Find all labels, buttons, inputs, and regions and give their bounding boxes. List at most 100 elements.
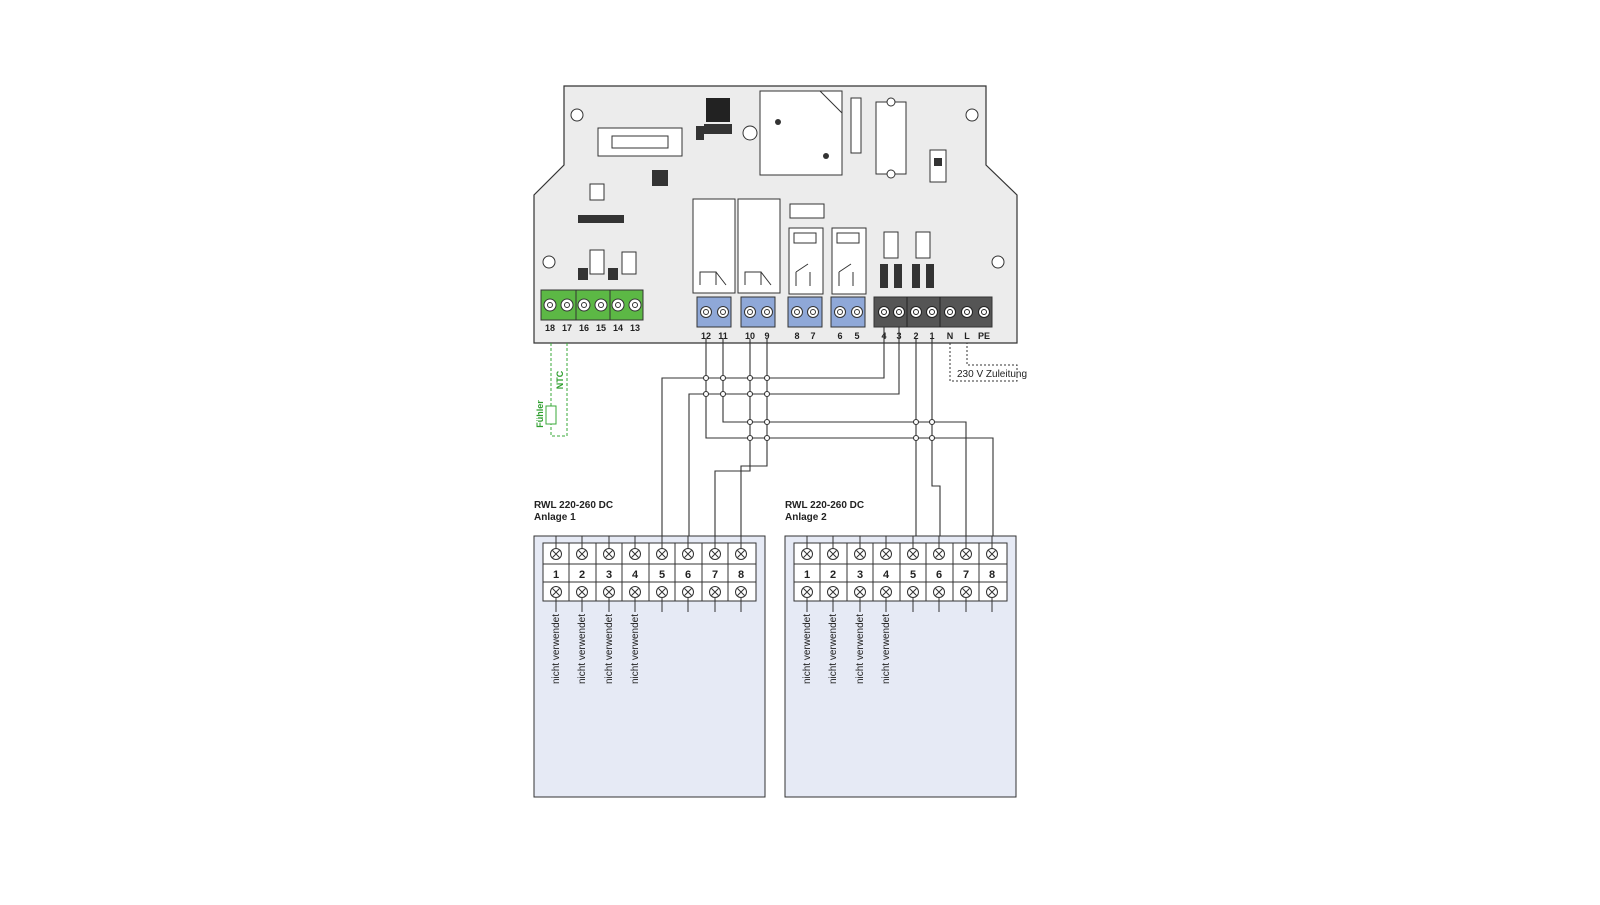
terminal-label: 9 — [764, 331, 769, 341]
terminal-screw-inner — [913, 309, 919, 315]
terminal-label: 18 — [545, 323, 555, 333]
unit-terminal-screw-cross — [803, 550, 811, 558]
units: RWL 220-260 DC Anlage 1 1 2 3 4 5 6 7 8 nicht verw… — [533, 500, 1017, 798]
terminal-screw — [594, 298, 608, 312]
transformer-pin — [775, 119, 781, 125]
wire — [740, 339, 768, 536]
voltage-regulator — [706, 98, 730, 122]
ic-chip — [789, 203, 825, 219]
wire-crossing — [763, 434, 771, 442]
terminal-label: 12 — [701, 331, 711, 341]
relay-4-coil — [836, 232, 860, 244]
terminal-screw — [893, 306, 905, 318]
unit-terminal-screw-cross — [737, 550, 745, 558]
unit-subtitle: Anlage 2 — [785, 512, 827, 523]
terminal-screw — [910, 306, 922, 318]
terminal-screw-inner — [598, 302, 604, 308]
terminal-label: 2 — [913, 331, 918, 341]
fuehler-label: Fühler — [535, 400, 545, 428]
unit-terminal-screw-cross — [909, 550, 917, 558]
terminal-screw — [926, 306, 938, 318]
unit-terminal-screw-cross — [962, 588, 970, 596]
terminal-screw-inner — [564, 302, 570, 308]
transformer-corner — [819, 90, 843, 114]
unit-terminal-number: 5 — [659, 569, 665, 581]
supply-connection: 230 V Zuleitung — [949, 343, 1027, 382]
wire-crossing — [702, 374, 710, 382]
terminal-screw-inner — [854, 309, 860, 315]
wire-crossing — [746, 434, 754, 442]
terminal-label: 13 — [630, 323, 640, 333]
terminal-screw-inner — [896, 309, 902, 315]
unit-terminal-number: 8 — [738, 569, 744, 581]
unit-terminal-number: 8 — [989, 569, 995, 581]
terminal-screw-inner — [964, 309, 970, 315]
unit-terminal-number: 5 — [910, 569, 916, 581]
relay-3-switch — [795, 263, 811, 286]
wire-crossing — [763, 390, 771, 398]
unit-subtitle: Anlage 1 — [534, 512, 576, 523]
terminal-screw-inner — [632, 302, 638, 308]
unit-terminal-screw-cross — [935, 588, 943, 596]
unit-terminal-screw-cross — [856, 550, 864, 558]
unit-terminal-number: 2 — [579, 569, 585, 581]
unit-terminal-screw-cross — [882, 588, 890, 596]
unused-label: nicht verwendet — [604, 614, 615, 684]
terminal-screw-inner — [794, 309, 800, 315]
wire — [931, 339, 941, 536]
control-board — [533, 85, 1018, 344]
unit-terminal-screw-cross — [684, 588, 692, 596]
unit-terminal-screw-cross — [552, 550, 560, 558]
relay-1-symbol — [699, 271, 727, 286]
terminal-screw — [834, 306, 846, 318]
terminal-label: 5 — [854, 331, 859, 341]
terminal-screw — [791, 306, 803, 318]
ntc-label: NTC — [555, 370, 565, 389]
terminal-label: 15 — [596, 323, 606, 333]
unit-terminal-screw-cross — [737, 588, 745, 596]
unit-terminal-number: 3 — [606, 569, 612, 581]
terminal-screw — [944, 306, 956, 318]
terminal-screw — [577, 298, 591, 312]
unit-terminal-screw-cross — [935, 550, 943, 558]
unit-terminal-number: 1 — [553, 569, 559, 581]
terminal-screw — [878, 306, 890, 318]
unit-terminal-screw-cross — [631, 550, 639, 558]
unit-terminal-screw-cross — [829, 550, 837, 558]
unit-title: RWL 220-260 DC — [785, 500, 864, 511]
unit-terminal-number: 6 — [936, 569, 942, 581]
terminal-screw-inner — [615, 302, 621, 308]
terminal-screw-inner — [764, 309, 770, 315]
ntc-sensor: NTC Fühler — [535, 343, 568, 437]
terminal-label: 17 — [562, 323, 572, 333]
unit-terminal-screw-cross — [552, 588, 560, 596]
terminal-label: 8 — [794, 331, 799, 341]
wire-crossing — [763, 418, 771, 426]
unit-terminal-screw-cross — [684, 550, 692, 558]
power-connector-pin — [934, 158, 942, 166]
wire-crossing — [746, 418, 754, 426]
ribbon-header-slot — [611, 135, 669, 149]
terminal-screw-inner — [581, 302, 587, 308]
terminal-screw-inner — [947, 309, 953, 315]
supply-label: 230 V Zuleitung — [957, 369, 1027, 380]
unit-terminal-number: 7 — [963, 569, 969, 581]
terminal-screw — [851, 306, 863, 318]
unit-terminal-screw-cross — [578, 550, 586, 558]
unit-terminal-number: 4 — [632, 569, 639, 581]
transformer — [759, 90, 843, 176]
terminal-screw — [978, 306, 990, 318]
terminal-screw-inner — [547, 302, 553, 308]
wire-crossing — [719, 390, 727, 398]
terminal-label: 14 — [613, 323, 623, 333]
wire — [661, 327, 885, 536]
wire-crossing — [912, 418, 920, 426]
wire-crossing — [719, 374, 727, 382]
terminal-label: PE — [978, 331, 990, 341]
unit-terminal-number: 4 — [883, 569, 890, 581]
potentiometer — [742, 125, 758, 141]
relay-2 — [737, 198, 781, 294]
terminal-screw — [744, 306, 756, 318]
